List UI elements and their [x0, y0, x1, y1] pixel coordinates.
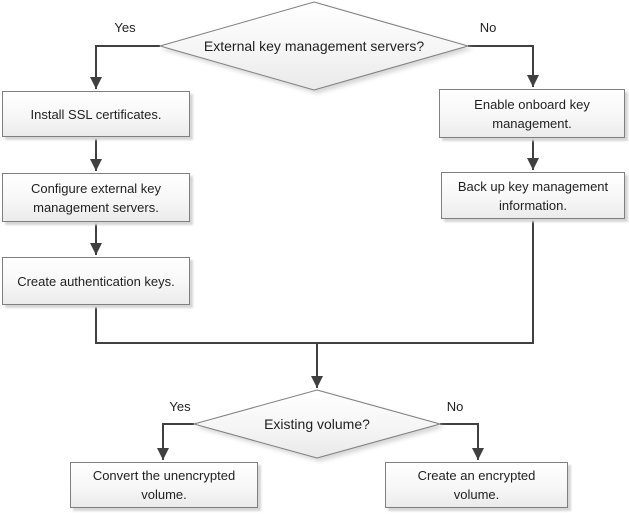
connector-volume-yes	[157, 423, 194, 460]
connector-external-yes	[90, 45, 160, 89]
branch-label-volume-yes: Yes	[169, 399, 191, 414]
step-create-authentication-keys: Create authentication keys.	[2, 257, 190, 305]
step-enable-onboard-key-management: Enable onboard key management.	[439, 89, 625, 138]
step-create-encrypted-volume: Create an encrypted volume.	[385, 462, 568, 508]
step-backup-key-management-info: Back up key management information.	[441, 172, 625, 219]
step-convert-unencrypted-volume: Convert the unencrypted volume.	[70, 462, 258, 508]
step-configure-external-key-servers: Configure external key management server…	[2, 173, 190, 222]
decision-diamond-existing-volume	[192, 389, 442, 459]
connector-volume-no	[440, 423, 484, 460]
decision-external-key-servers-label: External key management servers?	[203, 38, 425, 54]
step-install-ssl-certificates: Install SSL certificates.	[2, 91, 190, 137]
branch-label-volume-no: No	[446, 399, 464, 414]
connector-merge	[95, 219, 534, 344]
branch-label-external-yes: Yes	[114, 20, 136, 35]
decision-existing-volume-label: Existing volume?	[264, 416, 370, 432]
connector-external-no	[468, 45, 539, 87]
decision-diamond-external-key-servers	[158, 1, 470, 91]
branch-label-external-no: No	[479, 20, 497, 35]
